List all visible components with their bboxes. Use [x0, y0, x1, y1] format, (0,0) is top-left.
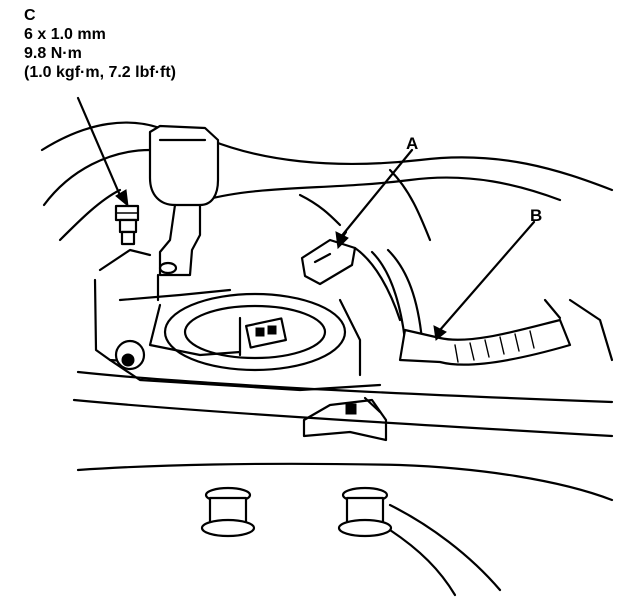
bolt-size: 6 x 1.0 mm — [24, 26, 106, 43]
bolt-c — [114, 204, 140, 246]
frame-rails — [72, 370, 614, 597]
connector-a — [300, 230, 402, 322]
sensor-connector — [238, 316, 287, 357]
torque-alt-units: (1.0 kgf·m, 7.2 lbf·ft) — [24, 64, 177, 81]
label-b: B — [530, 206, 543, 225]
callout-c-letter: C — [24, 7, 36, 24]
lower-bushings — [200, 486, 393, 538]
mount-housing — [93, 248, 382, 392]
hose-clamp-bracket — [148, 124, 220, 302]
torque-nm: 9.8 N·m — [24, 45, 82, 62]
callout-c: C 6 x 1.0 mm 9.8 N·m (1.0 kgf·m, 7.2 lbf… — [24, 6, 176, 82]
wire-harness-b — [370, 248, 614, 366]
upper-hoses — [40, 121, 614, 242]
label-a: A — [406, 134, 419, 153]
leader-lines — [76, 96, 536, 341]
